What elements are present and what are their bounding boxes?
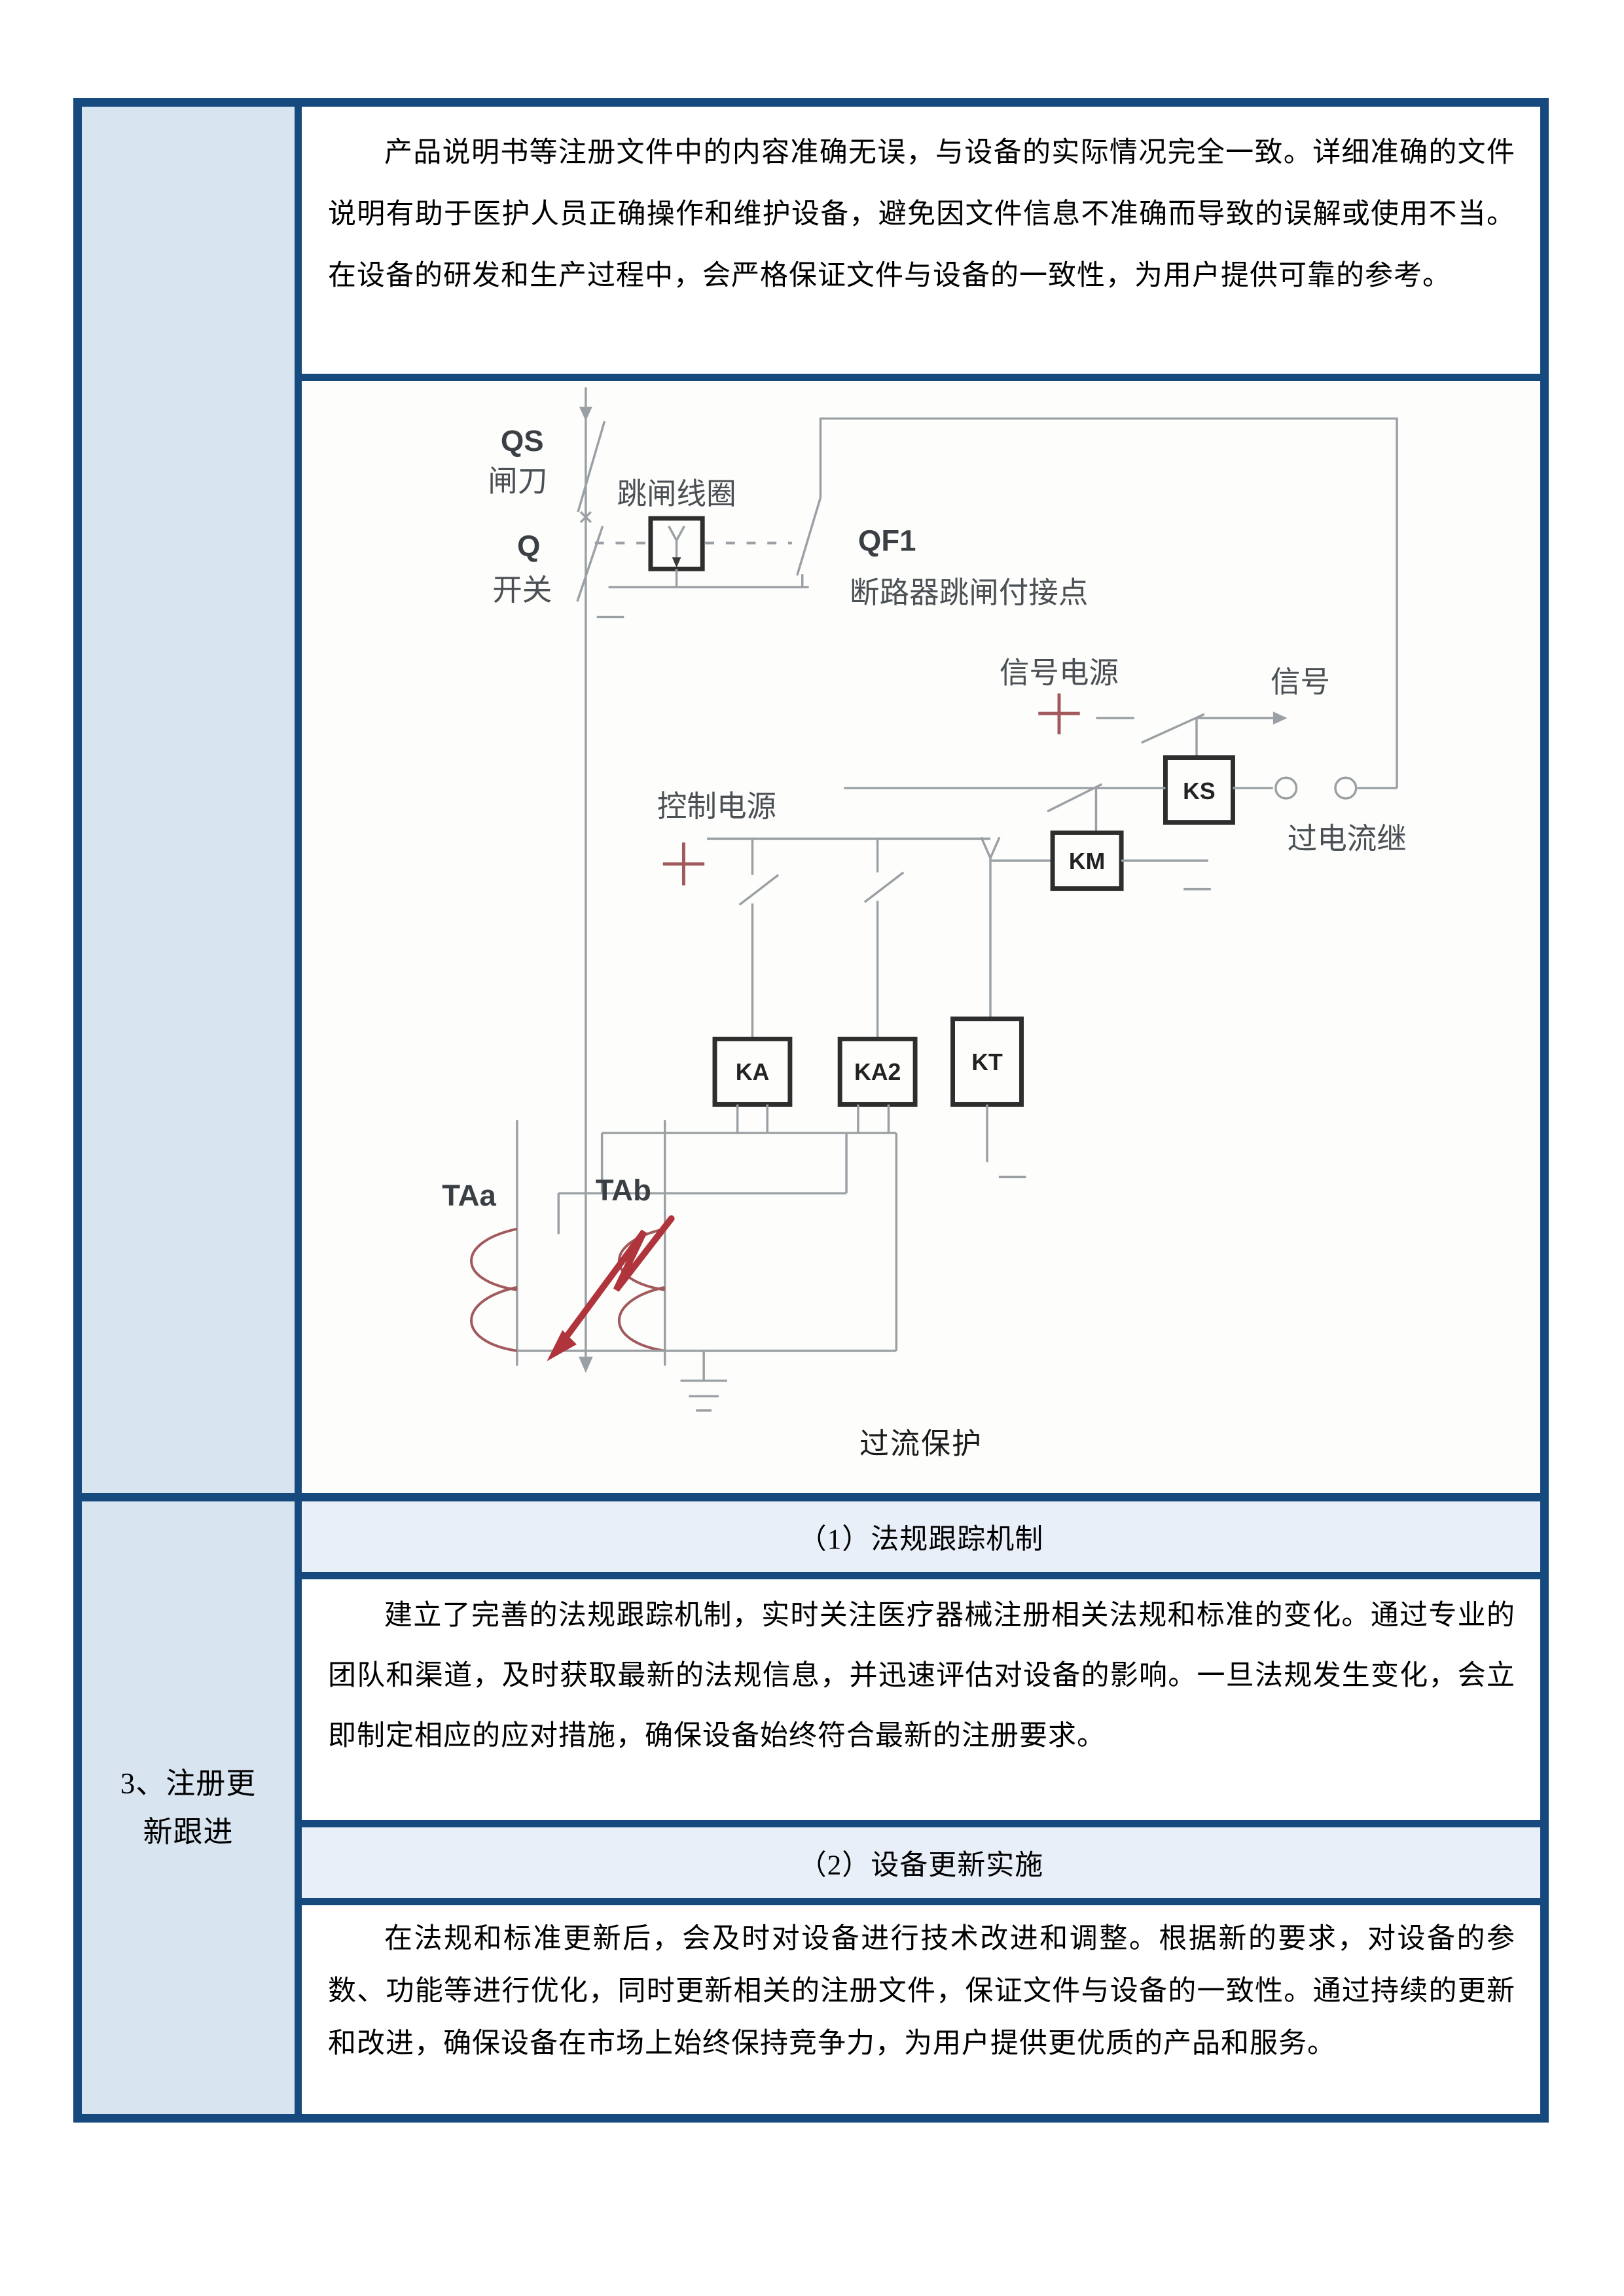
- ground-icon: [680, 1350, 727, 1412]
- qf1-contact: [796, 497, 822, 576]
- row2-main-column: （1）法规跟踪机制 建立了完善的法规跟踪机制，实时关注医疗器械注册相关法规和标准…: [302, 1501, 1540, 2114]
- taa-label: TAa: [442, 1179, 496, 1212]
- ks-box-label: KS: [1183, 778, 1216, 804]
- circuit-diagram-cell: QS 闸刀 跳闸线圈 Q 开关 QF1 断路器跳闸付接点 信号电源 信号 控制电…: [302, 381, 1540, 1493]
- signal-power-plus-icon: [1038, 693, 1080, 734]
- km-relay-box: [1050, 830, 1124, 891]
- signal-label: 信号: [1271, 665, 1330, 698]
- trip-coil-armature-icon: [668, 526, 685, 562]
- row2-label-line1: 3、注册更: [120, 1767, 257, 1800]
- taa-winding: [470, 1227, 518, 1352]
- qf1-name-label: 断路器跳闸付接点: [850, 576, 1088, 609]
- q-label: Q: [517, 529, 540, 562]
- row-divider: [82, 1493, 1540, 1501]
- qf1-label: QF1: [858, 524, 916, 558]
- row2-label-line2: 新跟进: [143, 1816, 234, 1848]
- ka2-branch: [863, 838, 905, 1039]
- row2-label-cell: 3、注册更 新跟进: [82, 1501, 302, 2114]
- kt-bottom: [986, 1104, 1026, 1179]
- tab-label: TAb: [596, 1174, 651, 1207]
- q-name-label: 开关: [492, 573, 552, 607]
- fault-bolt-icon: [556, 1215, 675, 1349]
- trip-coil-arrow-icon: [672, 557, 681, 568]
- signal-arrow-icon: [1272, 711, 1288, 725]
- bus-top-arrow-icon: [579, 406, 592, 422]
- control-power-plus-icon: [662, 842, 705, 886]
- row1-paragraph: 产品说明书等注册文件中的内容准确无误，与设备的实际情况完全一致。详细准确的文件说…: [328, 137, 1515, 291]
- trip-coil-label: 跳闸线圈: [617, 477, 736, 511]
- contact-circle-icon: [1334, 776, 1358, 800]
- control-power-label: 控制电源: [657, 790, 776, 823]
- contact-circle-icon: [1274, 776, 1298, 800]
- row1-label-cell: [82, 107, 302, 1493]
- kt-relay-box: [950, 1016, 1024, 1107]
- divider: [302, 1572, 1540, 1579]
- km-box-label: KM: [1069, 848, 1105, 874]
- overcurrent-protection-diagram: QS 闸刀 跳闸线圈 Q 开关 QF1 断路器跳闸付接点 信号电源 信号 控制电…: [442, 387, 1407, 1412]
- tab-winding: [617, 1227, 666, 1352]
- x-mark-icon: [579, 511, 592, 524]
- ka2-box-label: KA2: [854, 1059, 901, 1085]
- section1-body: 建立了完善的法规跟踪机制，实时关注医疗器械注册相关法规和标准的变化。通过专业的团…: [328, 1600, 1515, 1751]
- qs-label: QS: [501, 424, 544, 457]
- divider: [302, 1820, 1540, 1827]
- signal-contact: [1141, 713, 1205, 744]
- section1-header: （1）法规跟踪机制: [302, 1501, 1540, 1572]
- qs-knife-switch: [577, 420, 606, 512]
- row-group-2: 3、注册更 新跟进 （1）法规跟踪机制 建立了完善的法规跟踪机制，实时关注医疗器…: [82, 1501, 1540, 2114]
- fork-contact-icon: [980, 836, 1001, 1019]
- section2-body: 在法规和标准更新后，会及时对设备进行技术改进和调整。根据新的要求，对设备的参数、…: [328, 1924, 1515, 2059]
- ka-relay-box: [712, 1036, 793, 1107]
- registration-table: 产品说明书等注册文件中的内容准确无误，与设备的实际情况完全一致。详细准确的文件说…: [73, 98, 1549, 2123]
- overcurrent-label: 过电流继: [1288, 822, 1407, 855]
- fault-bolt-arrow-icon: [547, 1330, 577, 1361]
- ks-relay-box: [1163, 755, 1235, 825]
- divider: [302, 1898, 1540, 1905]
- ka2-relay-box: [837, 1036, 918, 1107]
- diagram-caption: 过流保护: [859, 1427, 983, 1460]
- signal-power-label: 信号电源: [1000, 656, 1119, 690]
- q-switch: [576, 526, 604, 602]
- coil-connector: [608, 569, 809, 588]
- routing-wires: [557, 1132, 898, 1351]
- signal-loop-wire: [819, 417, 1398, 789]
- bus-bottom-arrow-icon: [578, 1356, 593, 1373]
- ka-box-label: KA: [736, 1059, 770, 1085]
- qs-name-label: 闸刀: [488, 464, 547, 497]
- ka-branch: [738, 838, 780, 1039]
- section2-header: （2）设备更新实施: [302, 1827, 1540, 1898]
- row-group-1: 产品说明书等注册文件中的内容准确无误，与设备的实际情况完全一致。详细准确的文件说…: [82, 107, 1540, 1493]
- row1-main-column: 产品说明书等注册文件中的内容准确无误，与设备的实际情况完全一致。详细准确的文件说…: [302, 107, 1540, 1493]
- kt-box-label: KT: [971, 1049, 1003, 1075]
- divider: [302, 374, 1540, 381]
- relay-bottom-stubs: [736, 1104, 890, 1134]
